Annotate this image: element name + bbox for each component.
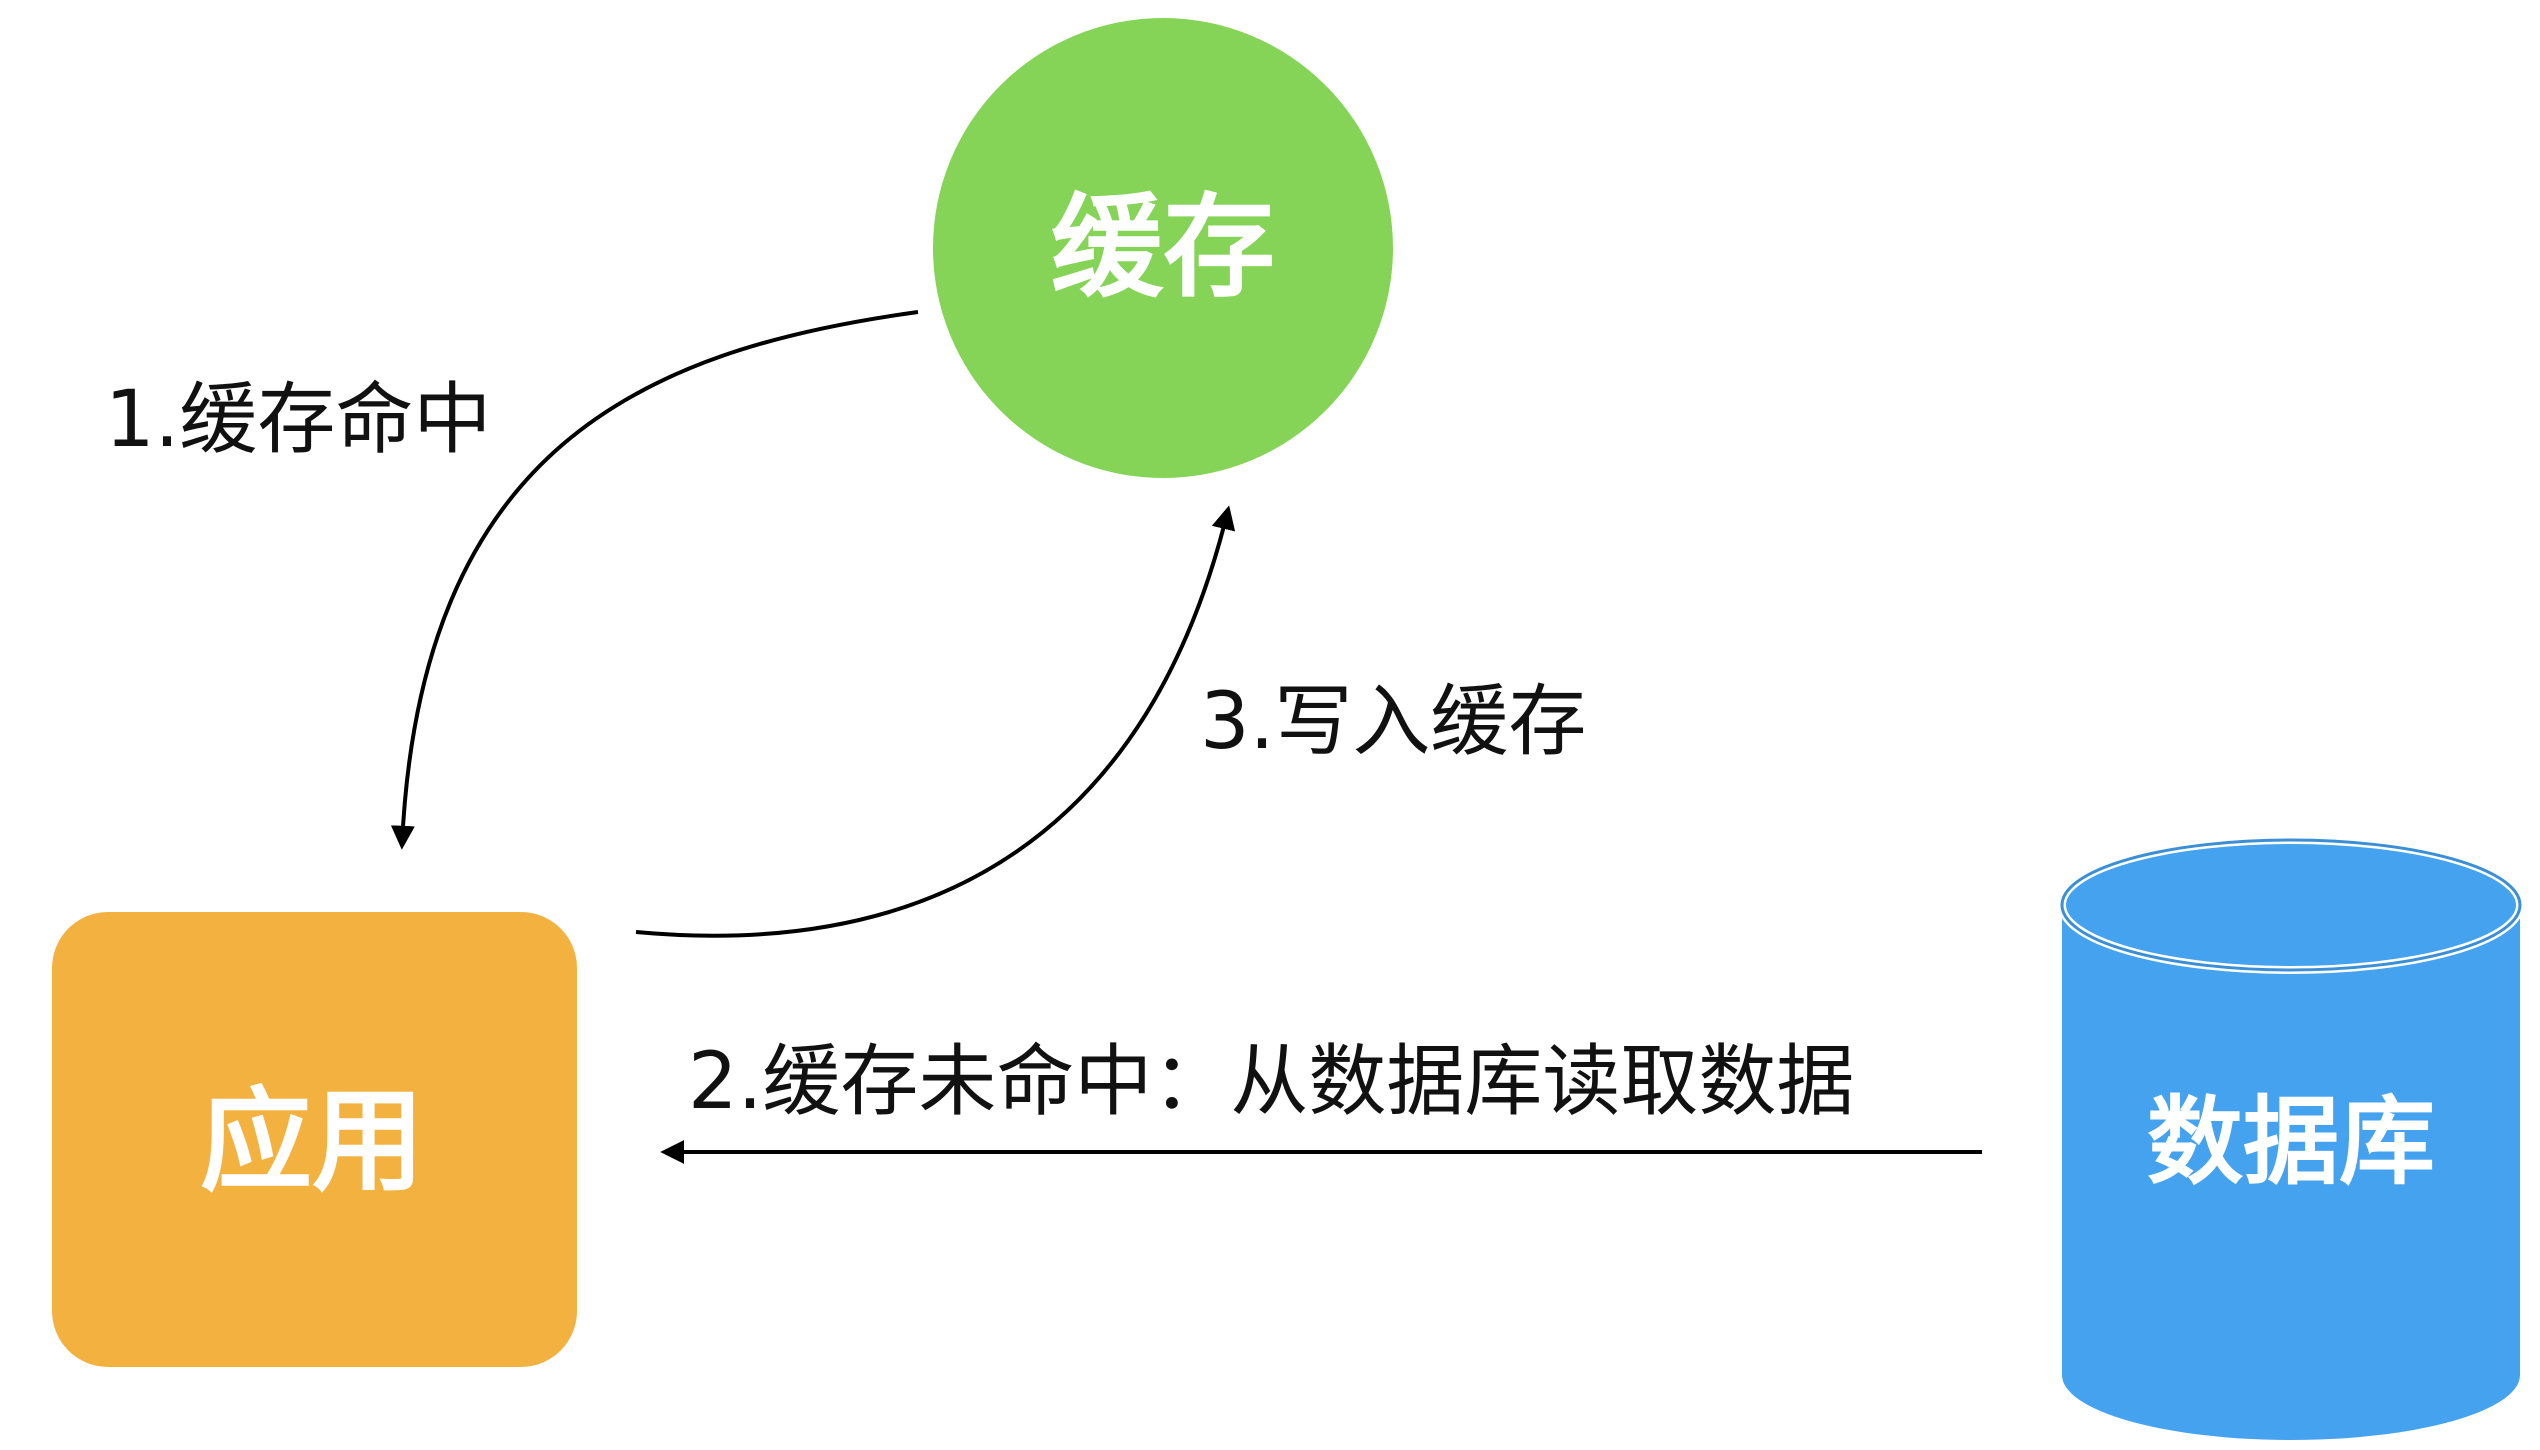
app-label: 应用 (200, 1077, 424, 1207)
cache-node[interactable]: 缓存 (933, 18, 1393, 478)
cache-label: 缓存 (1051, 183, 1275, 313)
database-node[interactable]: 数据库 (2058, 836, 2524, 1440)
edge-write-cache: 3.写入缓存 (635, 505, 1586, 938)
label-cache-hit: 1.缓存命中 (105, 375, 491, 465)
database-top-rim (2060, 838, 2522, 972)
edge-cache-hit: 1.缓存命中 (105, 310, 919, 850)
arrow-cache-hit (390, 310, 919, 850)
label-write-cache: 3.写入缓存 (1200, 677, 1586, 767)
label-cache-miss: 2.缓存未命中：从数据库读取数据 (688, 1037, 1854, 1127)
database-body (2062, 840, 2520, 1440)
edge-cache-miss: 2.缓存未命中：从数据库读取数据 (660, 1037, 1982, 1164)
app-node[interactable]: 应用 (52, 912, 577, 1367)
database-label: 数据库 (2147, 1086, 2435, 1198)
cache-circle (933, 18, 1393, 478)
app-box (52, 912, 577, 1367)
arrow-write-cache (635, 505, 1236, 938)
